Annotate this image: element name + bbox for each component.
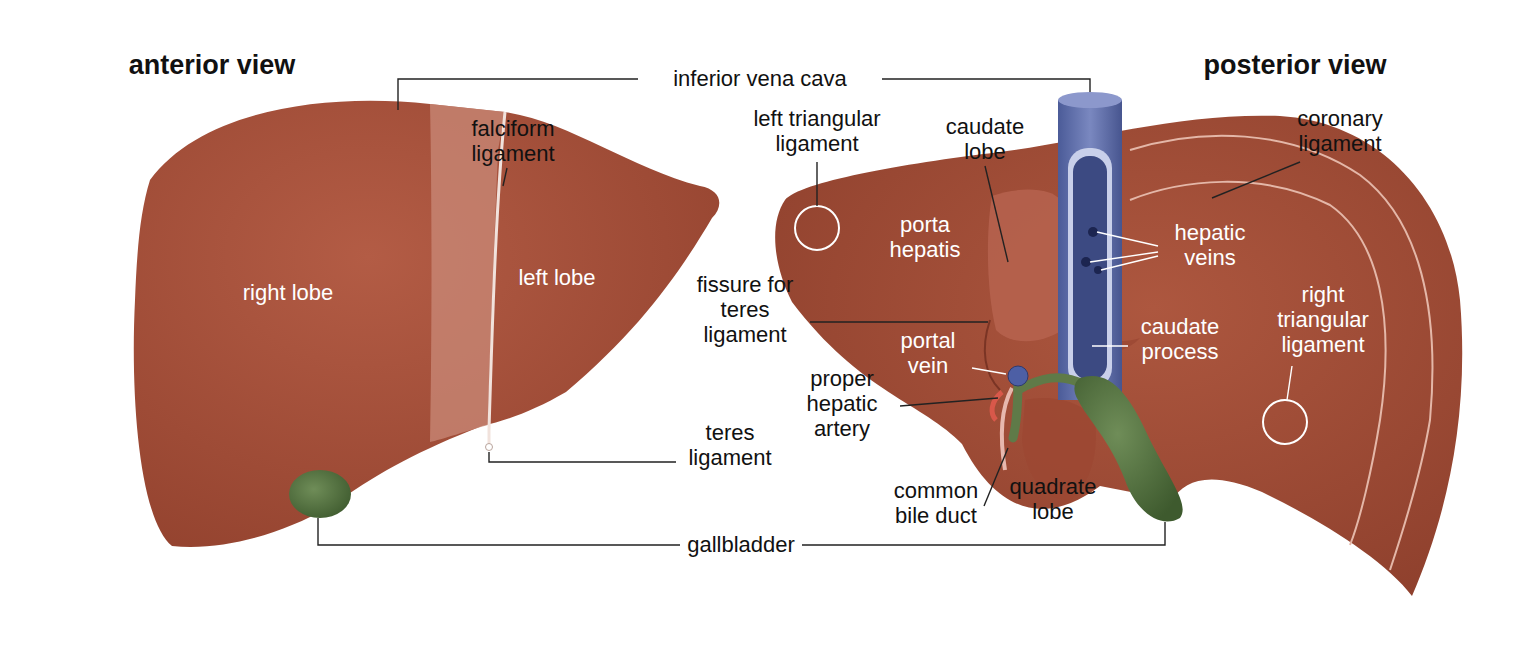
view-heading: posterior view	[1175, 50, 1415, 80]
view-heading: anterior view	[102, 50, 322, 80]
part-label: inferior vena cava	[640, 66, 880, 91]
part-label: porta hepatis	[875, 212, 975, 262]
part-label: caudate process	[1130, 314, 1230, 364]
gallbladder-posterior	[1074, 376, 1182, 522]
part-label: left lobe	[457, 265, 657, 290]
part-label: hepatic veins	[1160, 220, 1260, 270]
part-label: fissure for teres ligament	[695, 272, 795, 347]
part-label: coronary ligament	[1280, 106, 1400, 156]
part-label: right lobe	[188, 280, 388, 305]
leader-lines	[972, 232, 1292, 400]
liver-anterior	[134, 101, 720, 547]
part-label: right triangular ligament	[1263, 282, 1383, 357]
part-label: proper hepatic artery	[787, 366, 897, 441]
part-label: left triangular ligament	[732, 106, 902, 156]
part-label: common bile duct	[881, 478, 991, 528]
part-label: teres ligament	[680, 420, 780, 470]
part-label: gallbladder	[676, 532, 806, 557]
part-label: quadrate lobe	[1003, 474, 1103, 524]
gallbladder-anterior	[289, 470, 351, 518]
part-label: caudate lobe	[935, 114, 1035, 164]
part-label: portal vein	[883, 328, 973, 378]
vena-cava	[1058, 92, 1122, 400]
part-label: falciform ligament	[453, 116, 573, 166]
leader-lines	[318, 79, 1300, 545]
